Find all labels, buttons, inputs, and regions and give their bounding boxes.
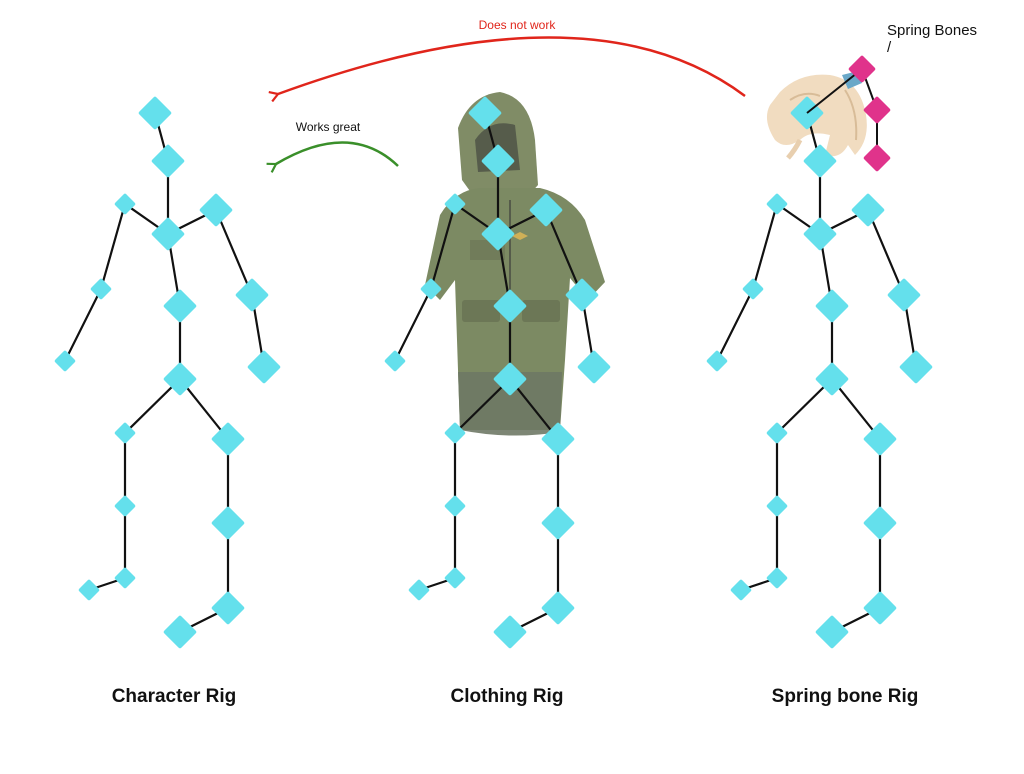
joint-diamond — [211, 422, 245, 456]
works-great-label: Works great — [296, 120, 361, 134]
green-arrow — [276, 141, 399, 166]
joint-diamond — [541, 422, 575, 456]
joint-diamond — [766, 422, 788, 444]
joint-diamond — [565, 278, 599, 312]
clothing-rig — [384, 96, 611, 649]
joint-diamond — [815, 289, 849, 323]
joint-diamond — [468, 96, 502, 130]
joint-diamond — [54, 350, 76, 372]
joint-diamond — [815, 362, 849, 396]
bone — [454, 378, 511, 434]
joint-diamond — [742, 278, 764, 300]
red-arrow — [278, 36, 746, 96]
bone — [751, 203, 779, 290]
does-not-work-label: Does not work — [479, 18, 557, 32]
spring-bone-rig-caption: Spring bone Rig — [771, 686, 919, 707]
joint-diamond — [803, 144, 837, 178]
spring-bones-chain — [806, 55, 891, 172]
joint-diamond — [114, 495, 136, 517]
joint-diamond — [384, 350, 406, 372]
joint-diamond — [211, 506, 245, 540]
joint-diamond — [163, 289, 197, 323]
spring-bone-rig — [706, 96, 933, 649]
character-rig — [54, 96, 281, 649]
joint-diamond — [493, 289, 527, 323]
joint-diamond — [78, 579, 100, 601]
clothing-rig-caption: Clothing Rig — [450, 686, 564, 707]
spring-bones-slash: / — [887, 39, 892, 56]
joint-diamond — [766, 495, 788, 517]
joint-diamond — [887, 278, 921, 312]
joint-diamond — [863, 422, 897, 456]
bone — [124, 378, 181, 434]
joint-diamond — [863, 506, 897, 540]
joint-diamond — [163, 362, 197, 396]
joint-diamond — [577, 350, 611, 384]
bone — [179, 378, 229, 440]
bone — [214, 209, 254, 296]
joint-diamond — [863, 591, 897, 625]
joint-diamond — [211, 591, 245, 625]
bone — [716, 288, 754, 362]
bone — [429, 203, 457, 290]
joint-diamond — [138, 96, 172, 130]
joint-diamond — [541, 591, 575, 625]
joint-diamond — [151, 217, 185, 251]
bone — [394, 288, 432, 362]
joint-diamond — [444, 193, 466, 215]
bone — [99, 203, 127, 290]
joint-diamond — [420, 278, 442, 300]
joint-diamond — [766, 567, 788, 589]
joint-diamond — [114, 567, 136, 589]
joint-diamond — [529, 193, 563, 227]
joint-diamond — [90, 278, 112, 300]
joint-diamond — [199, 193, 233, 227]
joint-diamond — [444, 567, 466, 589]
joint-diamond — [444, 495, 466, 517]
bone — [831, 378, 881, 440]
joint-diamond — [899, 350, 933, 384]
spring-bone — [806, 68, 863, 114]
joint-diamond — [151, 144, 185, 178]
joint-diamond — [247, 350, 281, 384]
joint-diamond — [493, 362, 527, 396]
spring-bones-label: Spring Bones — [887, 22, 977, 39]
bone — [544, 209, 584, 296]
spring-joint-diamond — [848, 55, 876, 83]
joint-diamond — [815, 615, 849, 649]
bone — [776, 378, 833, 434]
joint-diamond — [493, 615, 527, 649]
joint-diamond — [235, 278, 269, 312]
joint-diamond — [541, 506, 575, 540]
bone — [509, 378, 559, 440]
character-rig-caption: Character Rig — [111, 686, 237, 707]
joint-diamond — [408, 579, 430, 601]
joint-diamond — [803, 217, 837, 251]
joint-diamond — [163, 615, 197, 649]
joint-diamond — [706, 350, 728, 372]
rigs — [54, 55, 933, 649]
joint-diamond — [766, 193, 788, 215]
joint-diamond — [114, 193, 136, 215]
bone — [64, 288, 102, 362]
spring-joint-diamond — [863, 96, 891, 124]
joint-diamond — [481, 144, 515, 178]
bone — [866, 209, 906, 296]
joint-diamond — [851, 193, 885, 227]
joint-diamond — [444, 422, 466, 444]
joint-diamond — [114, 422, 136, 444]
joint-diamond — [481, 217, 515, 251]
spring-joint-diamond — [863, 144, 891, 172]
joint-diamond — [730, 579, 752, 601]
